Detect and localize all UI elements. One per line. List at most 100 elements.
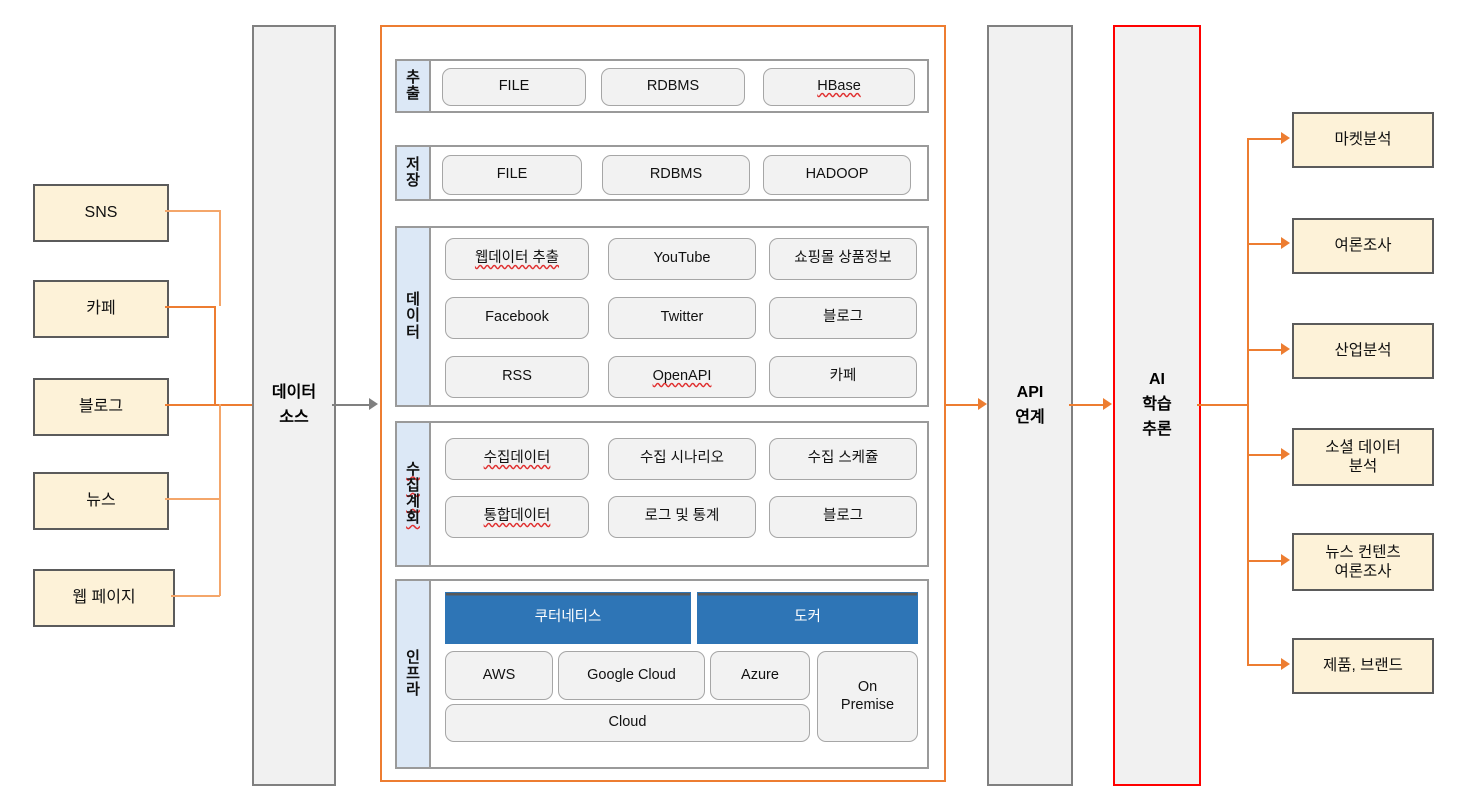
section-infra: 인 프 라 쿠터네티스 도커 AWS Google Cloud xyxy=(395,579,929,769)
source-label: 블로그 xyxy=(78,398,124,416)
chip-label: YouTube xyxy=(653,250,711,267)
chip-shopping-product-info[interactable]: 쇼핑몰 상품정보 xyxy=(769,238,917,280)
pillar-line-2: 연계 xyxy=(1015,408,1045,426)
source-box-sns[interactable]: SNS xyxy=(33,184,169,242)
chip-blog-plan[interactable]: 블로그 xyxy=(769,496,917,538)
pillar-line-2: 소스 xyxy=(279,408,309,426)
pillar-data-source[interactable]: 데이터 소스 xyxy=(252,25,336,786)
chip-file-storage[interactable]: FILE xyxy=(442,155,582,195)
source-box-cafe[interactable]: 카페 xyxy=(33,280,169,338)
output-box-social-data-analysis[interactable]: 소셜 데이터 분석 xyxy=(1292,428,1434,486)
pillar-line-1: 데이터 xyxy=(271,383,317,401)
output-box-market-analysis[interactable]: 마켓분석 xyxy=(1292,112,1434,168)
section-body-collection-plan: 수집데이터 수집 시나리오 수집 스케쥴 통합데이터 로그 및 통계 블로그 xyxy=(431,423,927,565)
section-collection-plan: 수 집 계 회 수집데이터 수집 시나리오 수집 스케쥴 통합데이터 xyxy=(395,421,929,567)
chip-label: 수집데이터 xyxy=(483,450,551,467)
label-char: 장 xyxy=(406,172,420,189)
chip-label: 카페 xyxy=(829,368,857,385)
pillar-line-1: AI xyxy=(1148,371,1165,389)
section-body-extract: FILE RDBMS HBase xyxy=(431,61,927,111)
connector-webpage xyxy=(171,595,220,597)
chip-log-and-stats[interactable]: 로그 및 통계 xyxy=(608,496,756,538)
pillar-line-1: API xyxy=(1016,383,1044,401)
chip-hadoop[interactable]: HADOOP xyxy=(763,155,911,195)
chip-label: 수집 시나리오 xyxy=(639,450,725,467)
connector-output-5 xyxy=(1247,560,1283,562)
section-label-infra: 인 프 라 xyxy=(397,581,431,767)
chip-label: 통합데이터 xyxy=(483,508,551,525)
chip-label: 블로그 xyxy=(822,309,864,326)
output-label-line-2: 여론조사 xyxy=(1334,563,1392,580)
chip-twitter[interactable]: Twitter xyxy=(608,297,756,339)
chip-label: Google Cloud xyxy=(587,666,676,683)
output-box-news-content-opinion[interactable]: 뉴스 컨텐츠 여론조사 xyxy=(1292,533,1434,591)
arrow-output-6-icon xyxy=(1281,658,1290,670)
output-box-product-brand[interactable]: 제품, 브랜드 xyxy=(1292,638,1434,694)
chip-file[interactable]: FILE xyxy=(442,68,586,106)
label-char: 집 xyxy=(406,476,420,494)
chip-rss[interactable]: RSS xyxy=(445,356,589,398)
chip-on-premise[interactable]: On Premise xyxy=(817,651,918,742)
chip-kubernetes[interactable]: 쿠터네티스 xyxy=(445,592,691,644)
connector-output-6 xyxy=(1247,664,1283,666)
output-label-line-2: 분석 xyxy=(1348,458,1378,475)
section-label-data: 데 이 터 xyxy=(397,228,431,405)
chip-aws[interactable]: AWS xyxy=(445,651,553,700)
arrow-source-to-platform-icon xyxy=(369,398,378,410)
section-extract: 추 출 FILE RDBMS HBase xyxy=(395,59,929,113)
chip-azure[interactable]: Azure xyxy=(710,651,810,700)
output-label-line-1: 마켓분석 xyxy=(1334,131,1392,149)
chip-rdbms[interactable]: RDBMS xyxy=(601,68,745,106)
chip-cafe[interactable]: 카페 xyxy=(769,356,917,398)
chip-label: 로그 및 통계 xyxy=(644,508,720,525)
chip-google-cloud[interactable]: Google Cloud xyxy=(558,651,705,700)
arrow-output-4-icon xyxy=(1281,448,1290,460)
chip-hbase[interactable]: HBase xyxy=(763,68,915,106)
pillar-ai[interactable]: AI 학습 추론 xyxy=(1113,25,1201,786)
chip-label: FILE xyxy=(498,78,530,95)
chip-rdbms-storage[interactable]: RDBMS xyxy=(602,155,750,195)
source-box-blog[interactable]: 블로그 xyxy=(33,378,169,436)
chip-label: RSS xyxy=(502,368,532,385)
chip-label: HBase xyxy=(817,78,861,95)
label-char: 터 xyxy=(406,323,420,341)
source-box-webpage[interactable]: 웹 페이지 xyxy=(33,569,175,627)
connector-trunk-upper xyxy=(219,210,221,306)
pillar-line-3: 추론 xyxy=(1142,420,1172,438)
chip-blog[interactable]: 블로그 xyxy=(769,297,917,339)
connector-output-1 xyxy=(1247,138,1283,140)
connector-platform-to-api xyxy=(946,404,980,406)
chip-label-line-2: Premise xyxy=(840,696,895,713)
connector-trunk-mid xyxy=(214,306,216,405)
label-char: 프 xyxy=(406,664,420,682)
arrow-platform-to-api-icon xyxy=(978,398,987,410)
chip-docker[interactable]: 도커 xyxy=(697,592,918,644)
chip-web-data-extract[interactable]: 웹데이터 추출 xyxy=(445,238,589,280)
connector-source-to-platform xyxy=(332,404,371,406)
section-body-data: 웹데이터 추출 YouTube 쇼핑몰 상품정보 Facebook Twitte… xyxy=(431,228,927,405)
chip-label: 웹데이터 추출 xyxy=(474,250,560,267)
chip-collection-data[interactable]: 수집데이터 xyxy=(445,438,589,480)
chip-label-line-1: On xyxy=(857,679,878,696)
label-char: 출 xyxy=(406,85,420,102)
chip-youtube[interactable]: YouTube xyxy=(608,238,756,280)
chip-openapi[interactable]: OpenAPI xyxy=(608,356,756,398)
label-char: 회 xyxy=(406,509,420,527)
chip-label: 도커 xyxy=(794,609,821,626)
chip-facebook[interactable]: Facebook xyxy=(445,297,589,339)
chip-collection-scenario[interactable]: 수집 시나리오 xyxy=(608,438,756,480)
output-label-line-1: 뉴스 컨텐츠 xyxy=(1325,543,1401,561)
chip-integrated-data[interactable]: 통합데이터 xyxy=(445,496,589,538)
output-box-industry-analysis[interactable]: 산업분석 xyxy=(1292,323,1434,379)
chip-label: Twitter xyxy=(660,309,704,326)
chip-collection-schedule[interactable]: 수집 스케쥴 xyxy=(769,438,917,480)
source-box-news[interactable]: 뉴스 xyxy=(33,472,169,530)
source-label: 뉴스 xyxy=(86,492,116,510)
connector-output-2 xyxy=(1247,243,1283,245)
chip-cloud-bar[interactable]: Cloud xyxy=(445,704,810,742)
output-box-public-opinion-survey[interactable]: 여론조사 xyxy=(1292,218,1434,274)
arrow-output-2-icon xyxy=(1281,237,1290,249)
section-label-extract: 추 출 xyxy=(397,61,431,111)
pillar-api[interactable]: API 연계 xyxy=(987,25,1073,786)
connector-output-trunk xyxy=(1247,138,1249,666)
